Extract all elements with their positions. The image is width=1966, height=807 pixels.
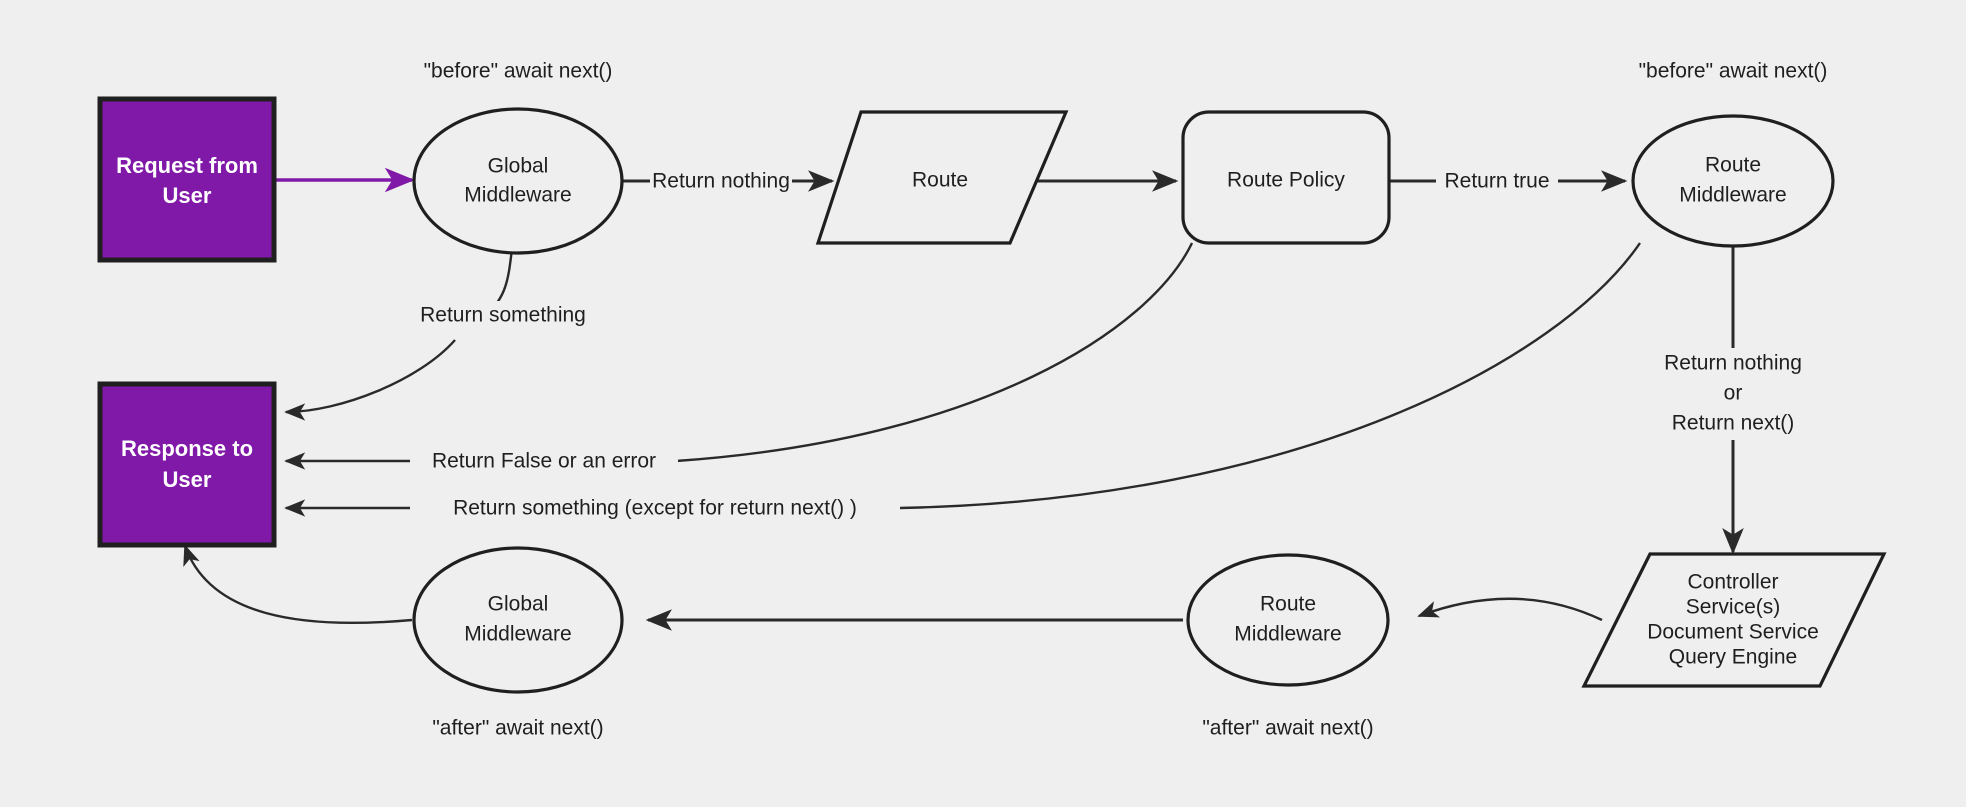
edge-label-return-nothing-or-next-line3: Return next() <box>1672 412 1795 435</box>
node-global-middleware-bottom[interactable]: Global Middleware <box>412 546 624 694</box>
route-parallelogram[interactable] <box>815 110 1069 245</box>
node-response-to-user[interactable]: Response to User <box>97 381 277 548</box>
edge-label-return-true: Return true <box>1436 167 1558 195</box>
controller-label-line3: Document Service <box>1647 621 1819 644</box>
edge-label-return-nothing: Return nothing <box>650 167 792 195</box>
edge-global-middleware-return-something-lower <box>284 339 456 421</box>
annotation-before-await-next-global: "before" await next() <box>424 60 613 83</box>
edge-label-return-true-text: Return true <box>1444 170 1549 193</box>
controller-label-line2: Service(s) <box>1686 596 1781 619</box>
edge-label-return-something-except: Return something (except for return next… <box>410 494 900 522</box>
route-middleware-bottom-label-line1: Route <box>1260 593 1316 616</box>
edge-label-return-false-or-error-text: Return False or an error <box>432 450 656 473</box>
global-middleware-bottom-ellipse[interactable] <box>412 546 624 694</box>
response-to-user-label-line1: Response to <box>121 436 253 461</box>
response-to-user-box[interactable] <box>97 381 277 548</box>
route-middleware-bottom-label-line2: Middleware <box>1234 623 1341 646</box>
annotation-before-await-next-route-middleware: "before" await next() <box>1639 60 1828 83</box>
annotation-after-await-next-route-middleware: "after" await next() <box>1202 717 1373 740</box>
node-controller-services[interactable]: Controller Service(s) Document Service Q… <box>1581 552 1887 688</box>
node-route-middleware-bottom[interactable]: Route Middleware <box>1186 553 1390 687</box>
edge-label-return-something: Return something <box>412 301 594 329</box>
route-middleware-top-label-line1: Route <box>1705 154 1761 177</box>
global-middleware-top-label-line2: Middleware <box>464 184 571 207</box>
route-policy-box[interactable] <box>1181 110 1391 245</box>
controller-label-line4: Query Engine <box>1669 646 1797 669</box>
route-policy-label: Route Policy <box>1227 169 1345 192</box>
edge-label-return-nothing-text: Return nothing <box>652 170 790 193</box>
node-request-from-user[interactable]: Request from User <box>97 96 277 263</box>
global-middleware-top-label-line1: Global <box>488 155 549 178</box>
route-middleware-top-ellipse[interactable] <box>1631 114 1835 248</box>
route-label: Route <box>912 169 968 192</box>
route-middleware-bottom-ellipse[interactable] <box>1186 553 1390 687</box>
controller-parallelogram[interactable] <box>1581 552 1887 688</box>
request-from-user-label-line1: Request from <box>116 153 258 178</box>
request-from-user-box[interactable] <box>97 96 277 263</box>
edge-route-middleware-to-response-curve <box>899 242 1641 510</box>
controller-label-line1: Controller <box>1687 571 1778 594</box>
edge-label-return-something-except-text: Return something (except for return next… <box>453 497 857 520</box>
route-middleware-top-label-line2: Middleware <box>1679 184 1786 207</box>
edge-label-return-nothing-or-next-line2: or <box>1724 382 1743 405</box>
node-route-middleware-top[interactable]: Route Middleware <box>1631 114 1835 248</box>
node-global-middleware-top[interactable]: Global Middleware <box>412 107 624 255</box>
edge-controller-to-route-middleware-bottom <box>1417 597 1603 622</box>
edge-route-policy-to-response-curve <box>675 242 1194 463</box>
annotation-after-await-next-global: "after" await next() <box>432 717 603 740</box>
request-from-user-label-line2: User <box>163 183 212 208</box>
edge-label-return-nothing-or-next: Return nothing or Return next() <box>1640 348 1826 440</box>
edge-label-return-false-or-error: Return False or an error <box>410 448 678 476</box>
response-to-user-label-line2: User <box>163 467 212 492</box>
edge-label-return-nothing-or-next-line1: Return nothing <box>1664 352 1802 375</box>
node-route[interactable]: Route <box>815 110 1069 245</box>
global-middleware-bottom-label-line2: Middleware <box>464 623 571 646</box>
edge-label-return-something-text: Return something <box>420 304 586 327</box>
global-middleware-top-ellipse[interactable] <box>412 107 624 255</box>
global-middleware-bottom-label-line1: Global <box>488 593 549 616</box>
node-route-policy[interactable]: Route Policy <box>1181 110 1391 245</box>
edge-global-middleware-bottom-to-response <box>183 544 413 625</box>
